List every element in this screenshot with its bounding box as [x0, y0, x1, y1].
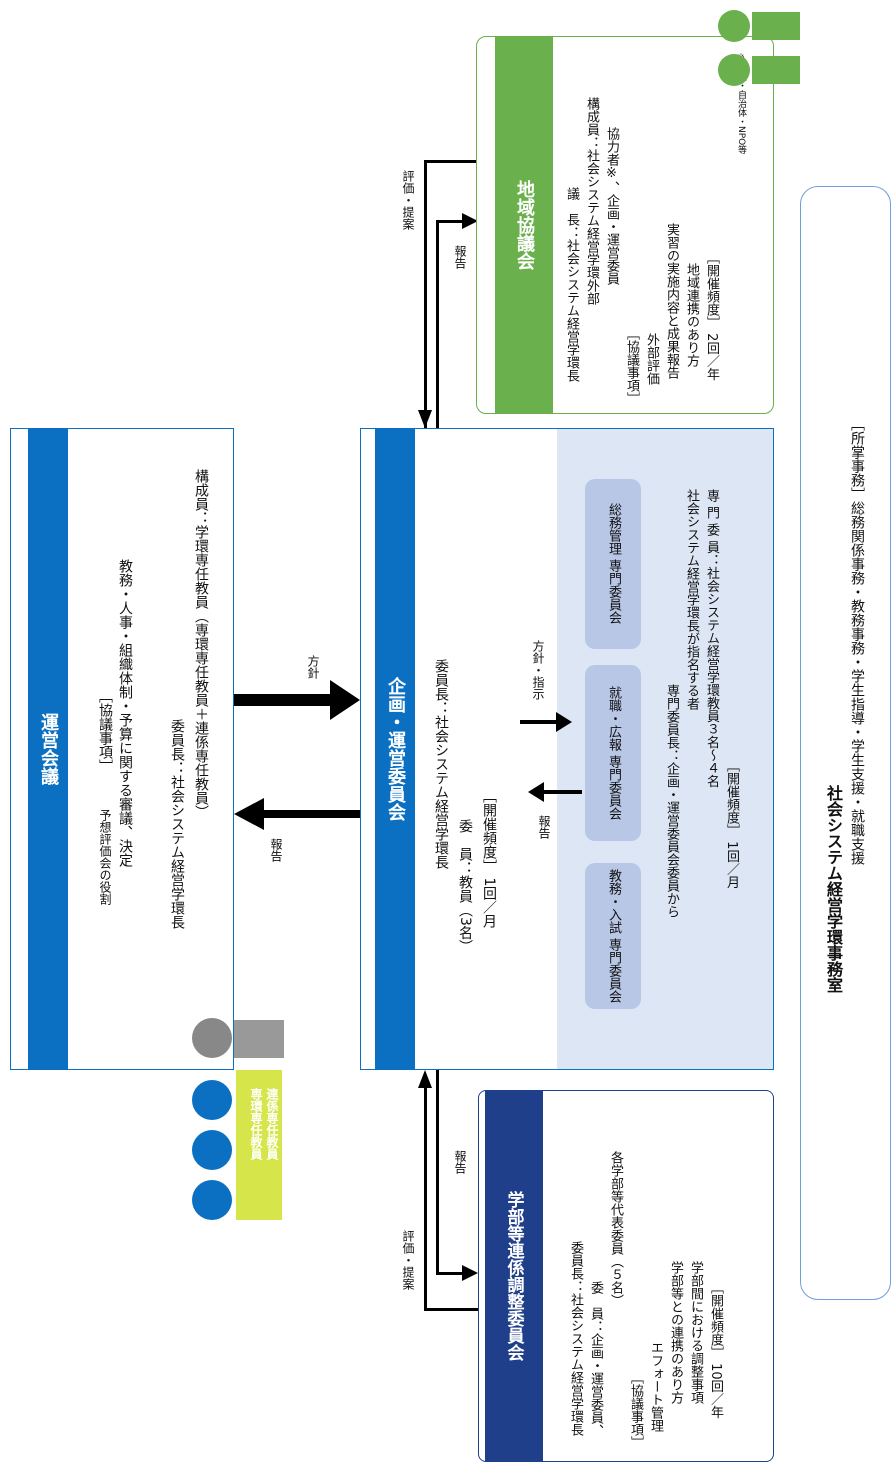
chiiki-hyouka-line-v — [424, 160, 427, 428]
houkoku2-label: 報告 — [537, 815, 551, 839]
jimu-duties: ［所掌事務］総務関係事務・教務事務・学生指導・学生支援・就職支援 — [849, 417, 865, 865]
unei-kaigi-title: 運営会議 — [28, 429, 68, 1069]
chiiki-members2: 協力者※、企画・運営委員 — [604, 127, 619, 285]
chiiki-m2: 実習の実施内容と成果報告 — [664, 223, 679, 379]
shiji-arrow — [520, 720, 558, 724]
houkoku2-arrow — [542, 790, 582, 794]
houkoku-arrowhead — [234, 798, 264, 830]
gakubu-freq: ［開催頻度］ 10回／年 — [708, 1281, 723, 1419]
shiji-arrowhead — [556, 712, 572, 732]
gakubu-chair: 委員長：社会システム経営学環長 — [568, 1241, 583, 1436]
unei-kaigi-box: 運営会議 ［協議事項］ 予想評価会の役割 教務・人事・組織体制・予算に関する審議… — [10, 428, 234, 1070]
unei-chair: 委員長：社会システム経営学環長 — [169, 719, 185, 929]
gakubu-hyouka-label: 評価・提案 — [401, 1230, 415, 1290]
gakubu-hyouka-line-h — [424, 1308, 480, 1311]
kikaku-members: 委 員：教員（3名） — [457, 819, 473, 954]
external-people-icon — [712, 8, 804, 92]
unei-matters-label: ［協議事項］ — [97, 689, 113, 773]
jimu-box: 社会システム経営学環事務室 ［所掌事務］総務関係事務・教務事務・学生指導・学生支… — [800, 186, 891, 1300]
gakubu-matters-label: ［協議事項］ — [628, 1371, 643, 1449]
gakubu-m1: エフォート管理 — [648, 1341, 663, 1432]
sub-freq: ［開催頻度］ 1回／月 — [724, 759, 739, 889]
chiiki-matters-label: ［協議事項］ — [624, 327, 639, 405]
unei-matters-b: 教務・人事・組織体制・予算に関する審議、決定 — [117, 559, 133, 867]
people-left-line2: 連係専任教員 — [265, 1088, 279, 1160]
subcommittee-kyomu: 教務・入試 専門委員会 — [585, 863, 641, 1009]
gakubu-houkoku-line-h — [436, 1272, 464, 1275]
chiiki-hyouka-line-h — [424, 160, 476, 163]
kikaku-box: 企画・運営委員会 委員長：社会システム経営学環長 委 員：教員（3名） ［開催頻… — [360, 428, 774, 1070]
gakubu-houkoku-label: 報告 — [453, 1150, 467, 1174]
chiiki-box: 地域協議会 議 長：社会システム経営学環長 構成員：社会システム経営学環外部 協… — [476, 36, 774, 414]
gakubu-m3: 学部間における調整事項 — [688, 1261, 703, 1404]
chiiki-note: ※企業・自治体・NPO等 — [736, 53, 746, 155]
people-left-line1: 専環専任教員 — [249, 1088, 263, 1160]
unei-matters-a: 予想評価会の役割 — [98, 809, 112, 905]
gakubu-members: 委 員：企画・運営委員、 — [588, 1281, 603, 1437]
chiiki-m1: 外部評価 — [644, 333, 659, 385]
jimu-title: 社会システム経営学環事務室 — [824, 785, 843, 993]
gakubu-houkoku-arrowhead — [462, 1265, 478, 1281]
gakubu-hyouka-line-v — [424, 1085, 427, 1310]
subcommittee-shushoku: 就職・広報 専門委員会 — [585, 665, 641, 841]
chiiki-hyouka-arrowhead — [418, 410, 432, 428]
gakubu-m2: 学部等との連携のあり方 — [668, 1261, 683, 1404]
kikaku-title: 企画・運営委員会 — [375, 429, 415, 1069]
houkoku2-arrowhead — [528, 782, 544, 802]
gakubu-houkoku-line-v — [436, 1070, 439, 1274]
houkoku-label: 報告 — [269, 838, 283, 862]
kikaku-freq: ［開催頻度］ 1回／月 — [481, 789, 497, 929]
chiiki-houkoku-label: 報告 — [453, 245, 467, 269]
chiiki-title: 地域協議会 — [495, 37, 553, 413]
shiji-label: 方針・指示 — [531, 640, 545, 700]
houshin-arrowhead — [330, 680, 360, 720]
chiiki-hyouka-label: 評価・提案 — [401, 170, 415, 230]
chiiki-houkoku-line-v — [436, 220, 439, 428]
subcommittee-soumu: 総務管理 専門委員会 — [585, 479, 641, 649]
sub-chair2: 社会システム経営学環長が指名する者 — [684, 489, 699, 710]
unei-members: 構成員：学環専任教員（専環専任教員＋連係専任教員） — [193, 469, 209, 819]
houkoku-arrow — [262, 810, 360, 818]
gakubu-members2: 各学部等代表委員（５名） — [608, 1151, 623, 1307]
chiiki-houkoku-line-h — [436, 220, 466, 223]
kikaku-chair: 委員長：社会システム経営学環長 — [433, 659, 449, 869]
chiiki-freq: ［開催頻度］ 2回／年 — [704, 251, 719, 381]
gakubu-box: 学部等連係調整委員会 委員長：社会システム経営学環長 委 員：企画・運営委員、 … — [478, 1090, 774, 1462]
sub-members: 専 門 委 員：社会システム経営学環教員３名〜４名 — [704, 489, 719, 788]
faculty-people-icon: 専環専任教員 連係専任教員 — [188, 1010, 298, 1230]
gakubu-title: 学部等連係調整委員会 — [485, 1091, 543, 1461]
sub-chair: 専門委員長：企画・運営委員会委員から — [664, 684, 679, 918]
chiiki-chair: 議 長：社会システム経営学環長 — [564, 187, 579, 382]
chiiki-members: 構成員：社会システム経営学環外部 — [584, 97, 599, 305]
chiiki-houkoku-arrowhead — [462, 213, 478, 229]
houshin-arrow — [234, 694, 334, 706]
chiiki-m3: 地域連携のあり方 — [684, 263, 699, 367]
gakubu-hyouka-arrowhead — [418, 1070, 432, 1088]
houshin-label: 方針 — [306, 655, 320, 679]
